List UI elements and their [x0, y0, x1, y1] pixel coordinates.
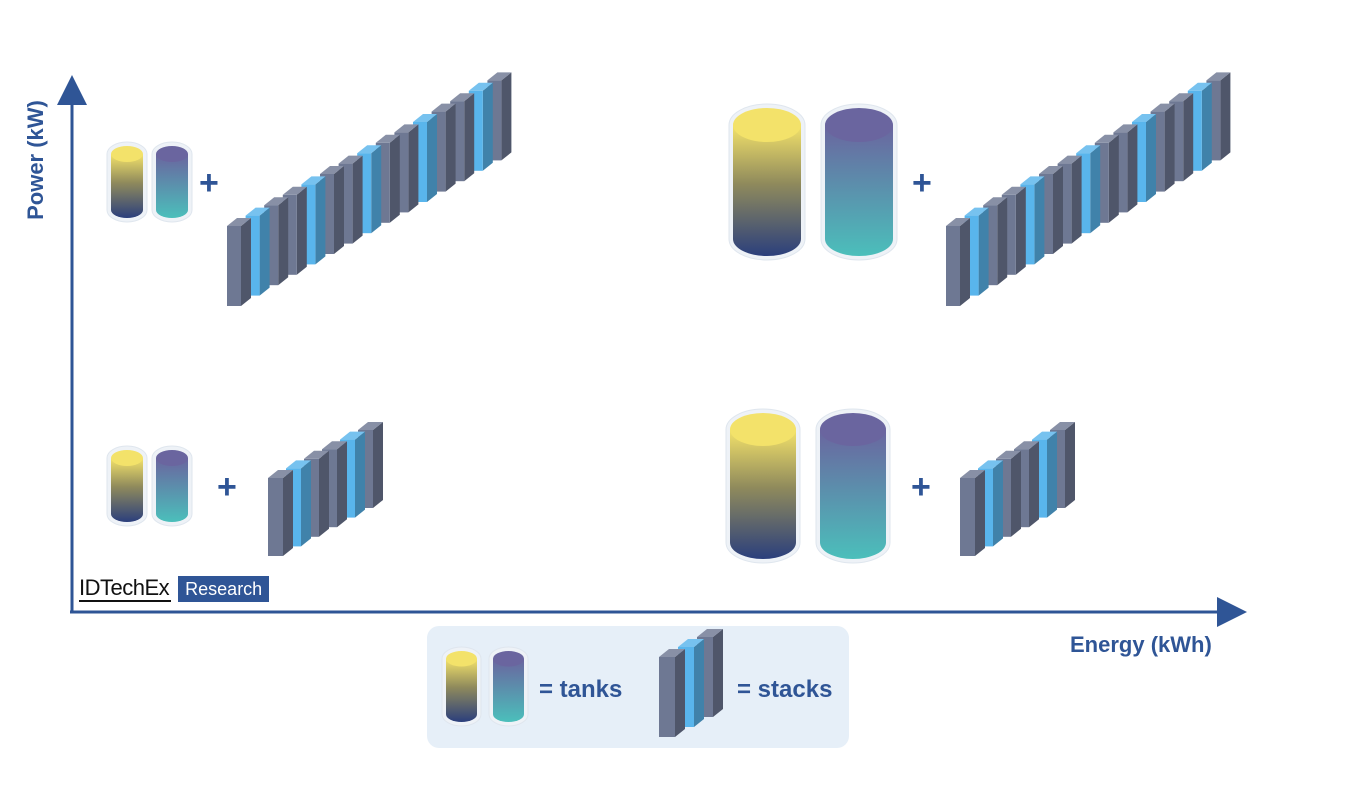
tank-pair-icon: [106, 445, 193, 527]
idtechex-logo: IDTechEx Research: [79, 575, 270, 603]
tank-a-icon: [728, 103, 806, 261]
cell-stack-icon: [227, 72, 512, 306]
tank-b-icon: [815, 408, 891, 564]
tank-pair-icon: [725, 408, 891, 564]
tank-pair-icon: [728, 103, 898, 261]
y-axis-label: Power (kW): [23, 100, 48, 220]
plus-sign: +: [912, 164, 932, 202]
legend-tanks-label: = tanks: [539, 676, 623, 703]
bipolar-plate: [659, 649, 685, 737]
tank-a-icon: [106, 141, 148, 223]
plus-sign: +: [199, 164, 219, 202]
logo-brand: IDTechEx: [79, 575, 172, 602]
quadrant-icons: [106, 72, 1231, 564]
cell-stack-icon: [960, 422, 1075, 556]
legend-icons: [441, 629, 723, 737]
tank-b-icon: [151, 141, 193, 223]
tank-a-icon: [441, 646, 482, 727]
x-axis-label: Energy (kWh): [1070, 632, 1212, 657]
tank-b-icon: [820, 103, 898, 261]
legend-box: = tanks = stacks: [427, 626, 849, 748]
cell-stack-icon: [268, 422, 383, 556]
legend-cell-stack-icon: [659, 629, 723, 737]
logo-research-tag: Research: [178, 576, 270, 602]
bipolar-plate: [227, 218, 251, 306]
plus-sign: +: [911, 468, 931, 506]
tank-a-icon: [106, 445, 148, 527]
legend-tank-pair-icon: [441, 646, 529, 727]
axes: [57, 75, 1247, 627]
bipolar-plate: [946, 218, 970, 306]
tank-b-icon: [488, 646, 529, 727]
bipolar-plate: [268, 470, 293, 556]
bipolar-plate: [960, 470, 985, 556]
tank-b-icon: [151, 445, 193, 527]
plus-sign: +: [217, 468, 237, 506]
cell-stack-icon: [946, 72, 1231, 306]
tank-pair-icon: [106, 141, 193, 223]
tank-a-icon: [725, 408, 801, 564]
legend-stacks-label: = stacks: [737, 676, 833, 703]
